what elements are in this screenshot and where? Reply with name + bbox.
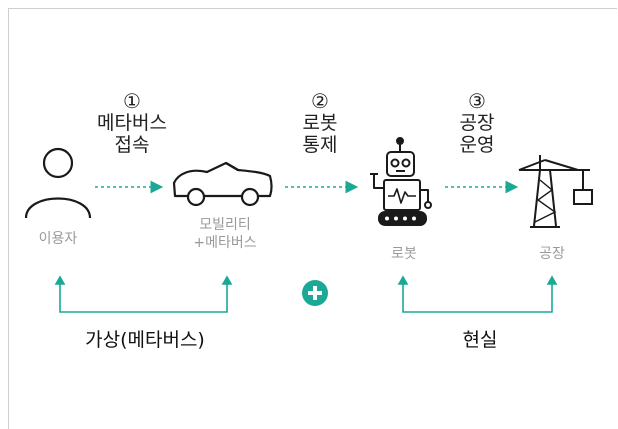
real-bracket (397, 275, 558, 313)
factory-crane-icon (518, 155, 593, 228)
step-1-line2: 접속 (114, 134, 150, 156)
step-1-line1: 메타버스 (97, 112, 167, 134)
real-group-label: 현실 (462, 329, 498, 351)
mobility-caption-line2: +메타버스 (193, 235, 257, 251)
mobility-caption: 모빌리티 +메타버스 (170, 216, 280, 252)
step-1-number: ① (123, 89, 141, 113)
robot-caption: 로봇 (391, 246, 417, 262)
user-caption: 이용자 (38, 231, 78, 247)
person-icon (24, 147, 92, 219)
step-1-label: ① 메타버스 접속 (92, 90, 172, 156)
step-2-line1: 로봇 (302, 112, 338, 134)
diagram-frame (8, 8, 617, 429)
step-2-label: ② 로봇 통제 (280, 90, 360, 156)
step-3-line1: 공장 (459, 112, 495, 134)
plus-icon (302, 280, 328, 306)
virtual-group-label: 가상(메타버스) (85, 329, 205, 351)
mobility-caption-line1: 모빌리티 (199, 217, 251, 233)
step-2-line2: 통제 (302, 134, 338, 156)
step-3-number: ③ (468, 89, 486, 113)
robot-icon (370, 137, 432, 226)
car-icon (172, 161, 273, 207)
step-3-label: ③ 공장 운영 (437, 90, 517, 156)
virtual-bracket (54, 275, 233, 313)
factory-caption: 공장 (539, 246, 565, 262)
step-3-line2: 운영 (459, 134, 495, 156)
step-2-number: ② (311, 89, 329, 113)
